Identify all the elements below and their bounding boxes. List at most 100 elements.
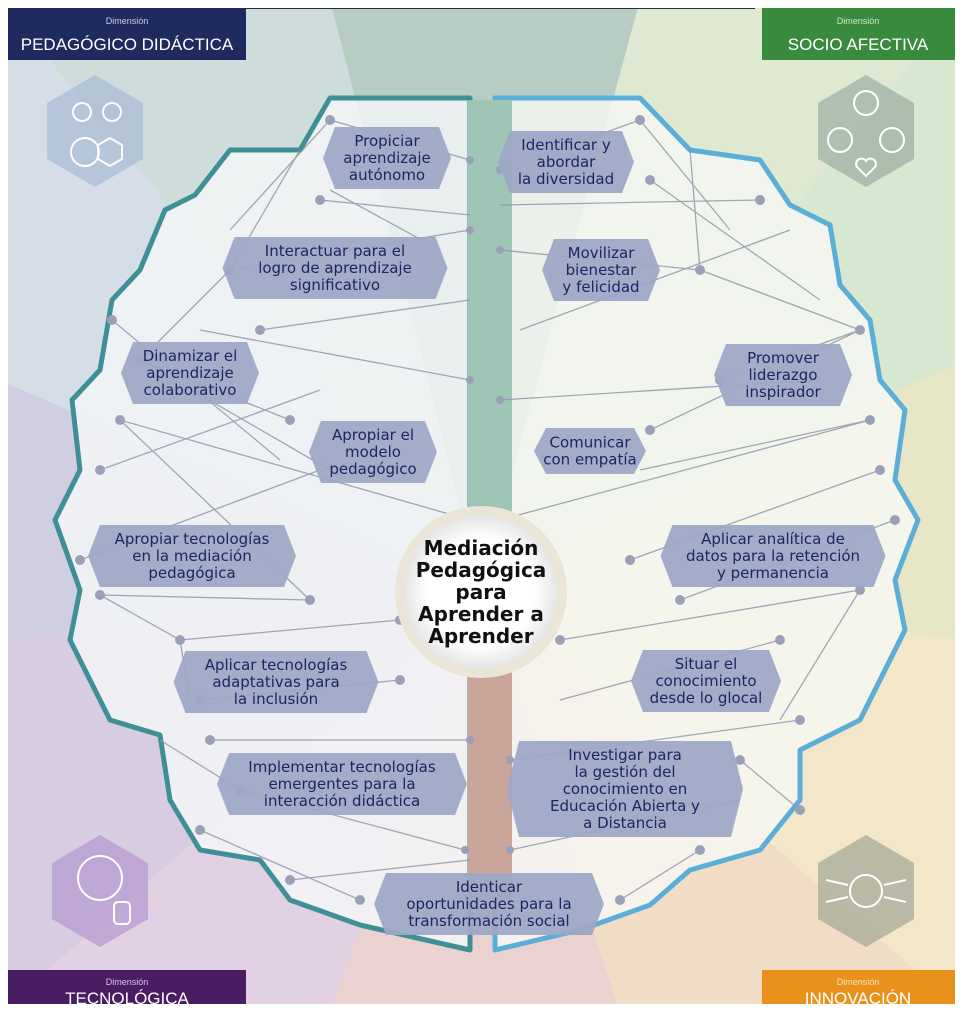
node-label-line: datos para la retención [686, 547, 860, 565]
node-label-line: la gestión del [574, 763, 675, 781]
node-label-line: desde lo glocal [650, 689, 763, 707]
node-label-line: Apropiar tecnologías [115, 530, 270, 548]
svg-text:TECNOLÓGICA: TECNOLÓGICA [65, 989, 189, 1008]
node-shape [173, 651, 379, 713]
svg-text:Dimensión: Dimensión [106, 977, 149, 987]
node-label-line: emergentes para la [268, 775, 415, 793]
node-label-line: la diversidad [518, 170, 614, 188]
node-label-line: con empatía [543, 451, 637, 469]
node-label-line: Movilizar [568, 244, 636, 262]
node-label-line: bienestar [566, 261, 638, 279]
node-label-line: pedagógica [148, 564, 235, 582]
node-label-line: adaptativas para [212, 673, 339, 691]
node-label-line: pedagógico [329, 460, 416, 478]
node-label-line: liderazgo [748, 366, 817, 384]
node-label-line: Interactuar para el [265, 242, 405, 260]
svg-text:Dimensión: Dimensión [837, 977, 880, 987]
node-shape [217, 753, 467, 815]
brain-shape [52, 95, 921, 953]
node-label-line: Educación Abierta y [550, 797, 700, 815]
competency-nodes: PropiciaraprendizajeautónomoInteractuar … [88, 127, 886, 935]
node-shape [323, 127, 451, 189]
node-label-line: Comunicar [549, 434, 631, 452]
node-label-line: logro de aprendizaje [258, 259, 412, 277]
node-shape [309, 421, 437, 483]
node-label-line: a Distancia [583, 814, 667, 832]
node-label-line: Implementar tecnologías [248, 758, 436, 776]
node-label-line: conocimiento en [563, 780, 688, 798]
node-label-line: Situar el [675, 655, 738, 673]
node-label-line: aprendizaje [343, 149, 430, 167]
dimension-label-innovacion: Dimensión INNOVACIÓN [762, 970, 955, 1008]
node-shape [542, 239, 660, 301]
node-shape [714, 344, 852, 406]
node-label-line: Identificar y [521, 136, 611, 154]
node-label-line: significativo [290, 276, 380, 294]
title-line: Aprender a [418, 602, 544, 626]
svg-text:Dimensión: Dimensión [106, 16, 149, 26]
brain-stem-lower [468, 660, 512, 900]
title-line: Pedagógica [416, 558, 547, 582]
node-shape [507, 741, 743, 837]
node-shape [631, 650, 781, 712]
node-label-line: la inclusión [234, 690, 318, 708]
node-label-line: y permanencia [717, 564, 829, 582]
node-shape [222, 237, 448, 299]
svg-text:INNOVACIÓN: INNOVACIÓN [805, 989, 911, 1008]
dimension-label-tecnologica: Dimensión TECNOLÓGICA [8, 970, 246, 1008]
brain-database-icon [52, 835, 148, 947]
node-label-line: autónomo [349, 166, 425, 184]
node-shape [121, 342, 259, 404]
node-label-line: Aplicar analítica de [701, 530, 845, 548]
brain-people-heart-icon [818, 75, 914, 187]
brain-right-hemisphere [492, 95, 921, 953]
dimension-label-pedagogico: Dimensión PEDAGÓGICO DIDÁCTICA [8, 8, 246, 60]
svg-text:SOCIO AFECTIVA: SOCIO AFECTIVA [788, 35, 929, 54]
title-line: Mediación [424, 536, 539, 560]
node-shape [498, 131, 634, 193]
gears-bulb-person-icon [47, 75, 143, 187]
node-label-line: en la mediación [132, 547, 251, 565]
node-shape [374, 873, 604, 935]
node-label-line: interacción didáctica [264, 792, 420, 810]
node-label-line: transformación social [408, 912, 569, 930]
brain-left-hemisphere [52, 95, 473, 953]
node-shape [88, 525, 296, 587]
node-label-line: conocimiento [655, 672, 756, 690]
node-label-line: Dinamizar el [143, 347, 238, 365]
node-label-line: Aplicar tecnologías [205, 656, 348, 674]
node-label-line: Apropiar el [332, 426, 414, 444]
title-line: para [455, 580, 506, 604]
person-network-icon [818, 835, 914, 947]
node-shape [660, 525, 886, 587]
svg-text:Dimensión: Dimensión [837, 16, 880, 26]
node-label-line: y felicidad [562, 278, 639, 296]
node-label-line: Promover [747, 349, 820, 367]
dimension-label-socio-afectiva: Dimensión SOCIO AFECTIVA [762, 8, 955, 60]
node-label-line: colaborativo [144, 381, 237, 399]
title-line: Aprender [428, 624, 533, 648]
node-label-line: Identicar [456, 878, 523, 896]
node-label-line: modelo [345, 443, 401, 461]
node-label-line: inspirador [745, 383, 821, 401]
node-shape [534, 428, 646, 474]
svg-text:PEDAGÓGICO DIDÁCTICA: PEDAGÓGICO DIDÁCTICA [21, 35, 234, 54]
